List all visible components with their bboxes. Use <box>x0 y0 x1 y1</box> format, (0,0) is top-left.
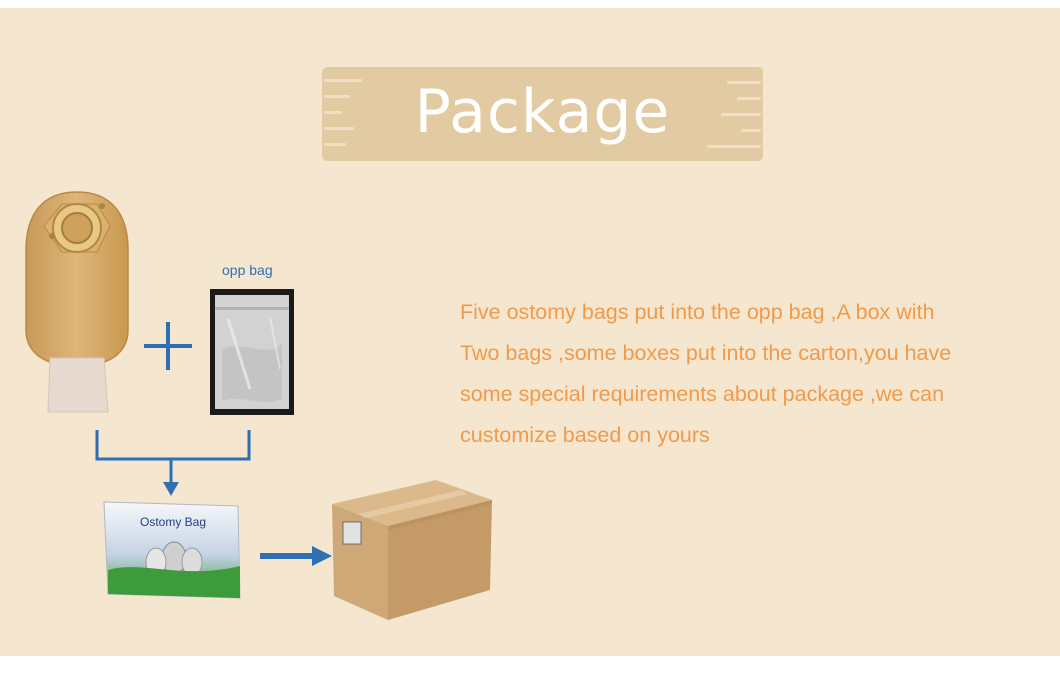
banner-stripe <box>324 79 362 82</box>
banner-stripe <box>721 113 761 116</box>
description-line: Five ostomy bags put into the opp bag ,A… <box>460 300 935 324</box>
banner-stripe <box>324 143 346 146</box>
banner-stripe <box>737 97 761 100</box>
banner-stripe <box>727 81 761 84</box>
banner-stripe <box>324 95 350 98</box>
package-description: Five ostomy bags put into the opp bag ,A… <box>460 292 1000 456</box>
banner-stripe <box>741 129 761 132</box>
description-line: customize based on yours <box>460 423 710 447</box>
opp-bag-label: opp bag <box>222 262 273 278</box>
description-line: some special requirements about package … <box>460 382 945 406</box>
description-line: Two bags ,some boxes put into the carton… <box>460 341 952 365</box>
right-arrow-icon <box>260 546 332 566</box>
opp-bag-icon <box>210 289 294 415</box>
box-title: Ostomy Bag <box>140 515 206 529</box>
title-banner: Package <box>322 67 763 161</box>
plus-icon <box>144 322 192 370</box>
ostomy-bag-icon <box>25 191 129 413</box>
banner-stripe <box>324 111 342 114</box>
banner-stripe <box>707 145 761 148</box>
banner-stripe <box>324 127 354 130</box>
page-title: Package <box>414 77 671 147</box>
product-box-icon: Ostomy Bag <box>103 501 241 599</box>
carton-icon <box>332 480 492 620</box>
bracket-arrow-icon <box>95 430 251 496</box>
